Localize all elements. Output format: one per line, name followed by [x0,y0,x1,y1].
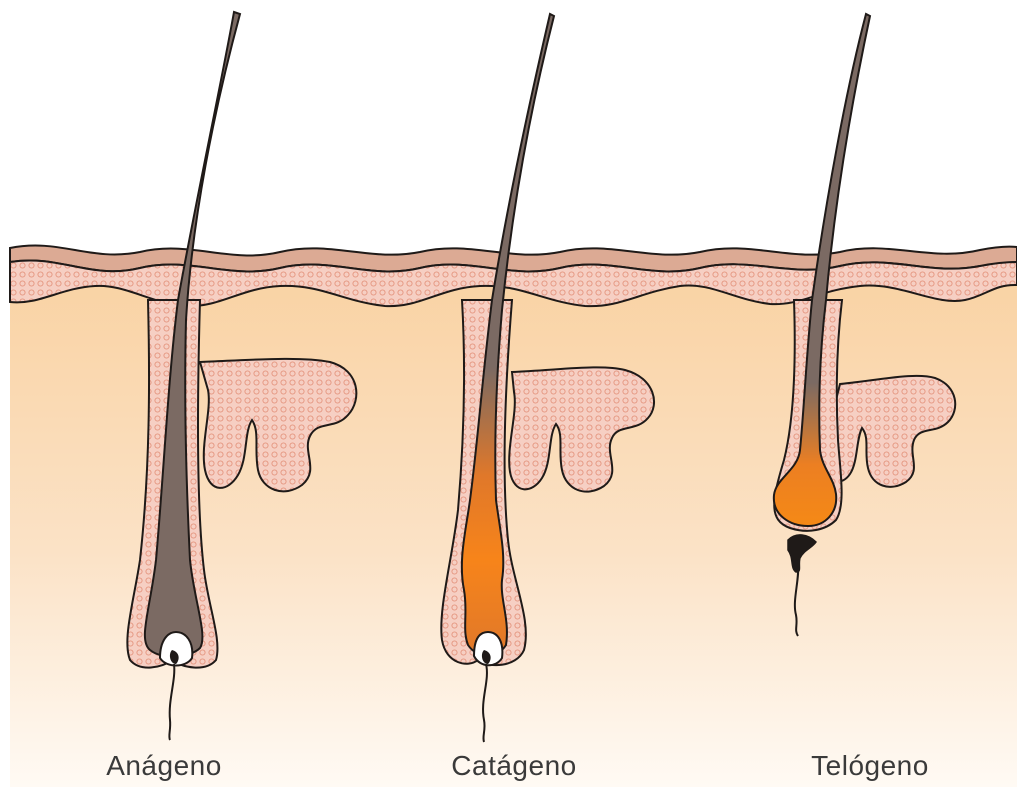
anagen-label: Anágeno [54,750,274,782]
telogen-label: Telógeno [760,750,980,782]
catagen-label: Catágeno [404,750,624,782]
